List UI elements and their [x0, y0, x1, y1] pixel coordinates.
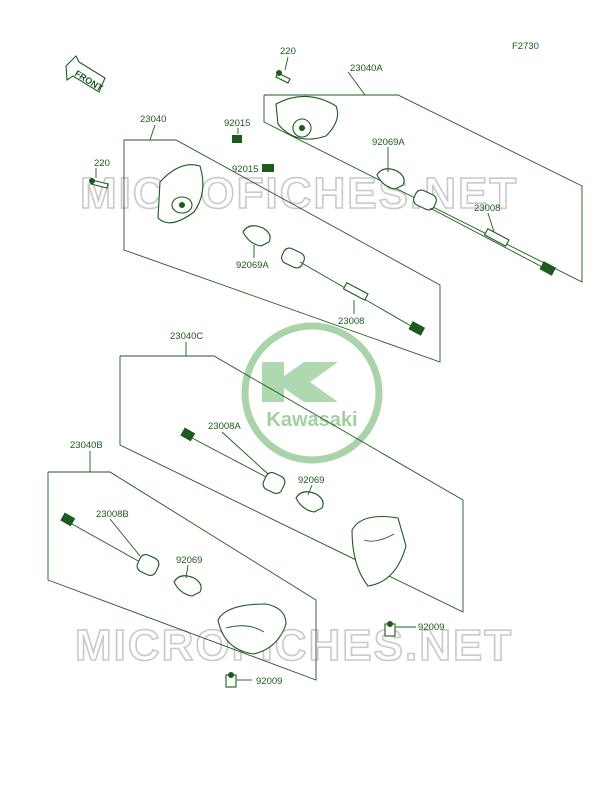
label-23008-top: 23008 — [474, 203, 500, 214]
group-23040b — [47, 451, 317, 681]
group-23040a — [263, 71, 583, 283]
front-arrow-icon: FRONT — [65, 55, 106, 93]
label-23040b: 23040B — [70, 440, 103, 451]
label-220-left: 220 — [94, 158, 110, 169]
screw-220-left-icon — [89, 178, 109, 189]
watermark-top: MICROFICHES.NET — [80, 169, 518, 218]
label-92069-mid: 92069 — [298, 475, 324, 486]
screw-92009-bottom-icon — [225, 672, 237, 688]
label-220-top: 220 — [280, 46, 296, 57]
watermark-bottom: MICROFICHES.NET — [75, 621, 513, 670]
figure-code: F2730 — [512, 41, 539, 52]
label-92015-lower: 92015 — [232, 164, 258, 175]
part-labels: 23040A 220 92015 92015 92069A 23008 2304… — [70, 46, 500, 687]
label-23008a: 23008A — [208, 421, 241, 432]
label-23008-mid: 23008 — [338, 316, 364, 327]
group-23040 — [123, 124, 441, 363]
label-92069a-top: 92069A — [372, 137, 405, 148]
leader-lines — [95, 56, 495, 681]
label-92009-right: 92009 — [418, 622, 444, 633]
label-92015-upper: 92015 — [224, 118, 250, 129]
label-92069-low: 92069 — [176, 555, 202, 566]
clip-92015-lower-icon — [262, 164, 274, 172]
label-23008b: 23008B — [96, 509, 129, 520]
clip-92015-upper-icon — [232, 135, 242, 143]
label-23040c: 23040C — [170, 331, 203, 342]
label-92009-bottom: 92009 — [256, 676, 282, 687]
label-23040a: 23040A — [350, 63, 383, 74]
group-23040c — [119, 342, 464, 613]
label-92069a-mid: 92069A — [236, 260, 269, 271]
screw-92009-right-icon — [384, 621, 396, 637]
label-23040: 23040 — [140, 114, 166, 125]
screw-220-top-icon — [275, 70, 291, 84]
